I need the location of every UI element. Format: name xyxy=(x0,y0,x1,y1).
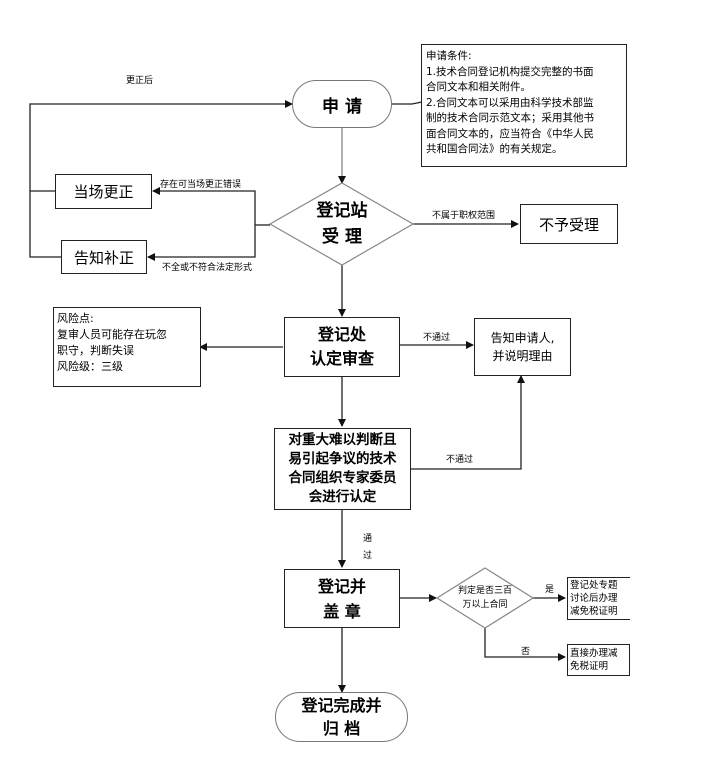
risk-line: 职守，判断失误 xyxy=(57,344,134,357)
edge-apply-conditions xyxy=(392,101,423,105)
special-topic-line: 讨论后办理 xyxy=(570,593,618,604)
edge-correction-loop xyxy=(29,100,293,192)
risk-line: 风险点: xyxy=(57,312,94,325)
station-accept-line: 受 理 xyxy=(322,227,362,247)
station-accept-diamond xyxy=(268,182,415,266)
notify-supplement-label: 告知补正 xyxy=(73,248,134,267)
notify-applicant-line: 告知申请人, xyxy=(490,331,555,345)
label-out-of-scope: 不属于职权范围 xyxy=(432,211,496,221)
register-seal-node: 登记并 盖 章 xyxy=(284,569,400,628)
expert-committee-node: 对重大难以判断且 易引起争议的技术 合同组织专家委员 会进行认定 xyxy=(274,428,411,510)
edge-expert-notify xyxy=(410,375,525,470)
apply-node: 申 请 xyxy=(292,80,392,128)
edge-judge-no xyxy=(484,627,566,661)
direct-process-line: 直接办理减 xyxy=(570,648,618,659)
register-seal-line: 登记并 xyxy=(317,576,366,596)
label-after-correction: 更正后 xyxy=(126,76,154,86)
label-correctable-error: 存在可当场更正错误 xyxy=(160,180,242,190)
label-passed-char: 过 xyxy=(363,551,373,561)
correct-onsite-label: 当场更正 xyxy=(73,183,134,201)
direct-process-node: 直接办理减 免税证明 xyxy=(567,644,630,676)
apply-label: 申 请 xyxy=(322,96,362,117)
label-not-passed-expert: 不通过 xyxy=(446,455,474,465)
judge-amount-line: 万以上合同 xyxy=(462,600,508,610)
label-no: 否 xyxy=(521,647,531,657)
complete-archive-line: 归 档 xyxy=(322,719,361,738)
special-topic-line: 减免税证明 xyxy=(570,606,618,617)
conditions-line: 制的技术合同示范文本；采用其他书 xyxy=(426,112,594,124)
conditions-line: 2.合同文本可以采用由科学技术部监 xyxy=(426,96,594,109)
edge-station-onsite xyxy=(152,187,256,225)
conditions-line: 合同文本和相关附件。 xyxy=(426,81,531,93)
special-topic-line: 登记处专题 xyxy=(570,580,618,591)
conditions-line: 申请条件: xyxy=(426,50,472,62)
label-passed-char: 通 xyxy=(363,534,373,544)
label-incomplete-form: 不全或不符合法定形式 xyxy=(162,263,253,273)
notify-applicant-line: 并说明理由 xyxy=(492,349,553,363)
conditions-line: 面合同文本的，应当符合《中华人民 xyxy=(426,127,594,140)
correct-onsite-node: 当场更正 xyxy=(55,174,152,209)
not-accepted-node: 不予受理 xyxy=(520,204,618,244)
not-accepted-label: 不予受理 xyxy=(538,215,599,234)
judge-amount-line: 判定是否三百 xyxy=(457,586,512,596)
conditions-line: 1.技术合同登记机构提交完整的书面 xyxy=(426,65,594,78)
notify-applicant-node: 告知申请人, 并说明理由 xyxy=(474,318,571,376)
risk-line: 风险级：三级 xyxy=(57,360,123,373)
direct-process-line: 免税证明 xyxy=(570,661,609,672)
judge-amount-node: 判定是否三百 万以上合同 xyxy=(447,583,523,613)
complete-archive-node: 登记完成并 归 档 xyxy=(275,692,408,742)
expert-committee-line: 易引起争议的技术 xyxy=(288,451,397,467)
label-yes: 是 xyxy=(545,585,555,595)
complete-archive-line: 登记完成并 xyxy=(301,696,382,715)
edge-station-supplement xyxy=(147,225,256,261)
office-review-line: 认定审查 xyxy=(309,349,374,368)
judge-amount-diamond xyxy=(435,567,535,629)
conditions-line: 共和国合同法》的有关规定。 xyxy=(426,143,563,155)
station-accept-node: 登记站 受 理 xyxy=(290,196,394,252)
label-not-passed-review: 不通过 xyxy=(423,333,451,343)
risk-line: 复审人员可能存在玩忽 xyxy=(57,328,167,341)
register-seal-line: 盖 章 xyxy=(323,601,361,621)
expert-committee-line: 对重大难以判断且 xyxy=(288,432,397,448)
notify-supplement-node: 告知补正 xyxy=(61,240,147,274)
expert-committee-line: 合同组织专家委员 xyxy=(288,470,397,486)
special-topic-node: 登记处专题 讨论后办理 减免税证明 xyxy=(567,577,630,620)
expert-committee-line: 会进行认定 xyxy=(308,489,377,505)
label-passed: 通 过 xyxy=(363,531,372,565)
application-conditions-note: 申请条件: 1.技术合同登记机构提交完整的书面 合同文本和相关附件。 2.合同文… xyxy=(421,44,627,167)
risk-point-note: 风险点: 复审人员可能存在玩忽 职守，判断失误 风险级：三级 xyxy=(53,307,201,387)
office-review-node: 登记处 认定审查 xyxy=(284,317,400,377)
station-accept-line: 登记站 xyxy=(316,201,368,221)
edge-supplement-loop xyxy=(29,191,62,258)
office-review-line: 登记处 xyxy=(317,325,366,344)
